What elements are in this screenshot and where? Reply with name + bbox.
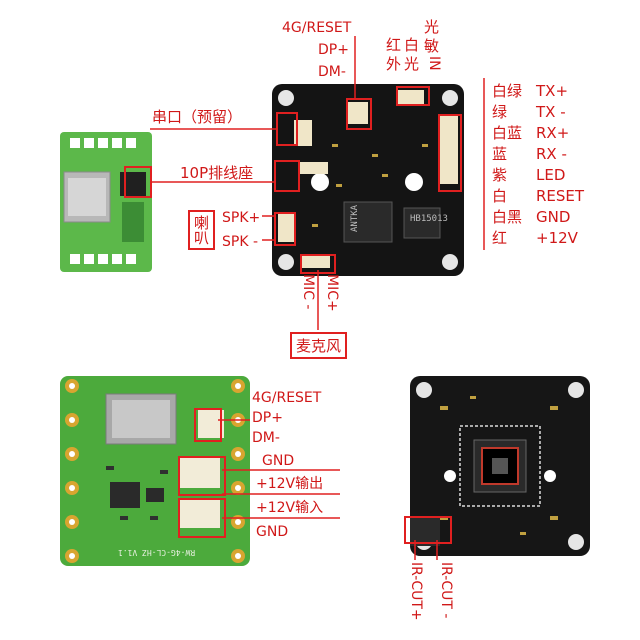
pin-color: 白绿 — [492, 82, 523, 100]
usb-connector-highlight — [346, 98, 372, 130]
label-sensor-line2: 敏 — [424, 37, 440, 55]
label-dp-plus-top: DP+ — [318, 42, 349, 58]
uart-connector-highlight — [276, 112, 298, 146]
label-dm-minus-top: DM- — [318, 64, 346, 80]
image-sensor-board — [410, 376, 590, 556]
label-white-line2: 光 — [404, 55, 420, 73]
label-serial-port: 串口（预留） — [152, 108, 243, 126]
pin-color: 白蓝 — [492, 124, 523, 142]
label-ir-line1: 红 — [386, 36, 402, 54]
12v-out-highlight — [178, 456, 226, 496]
main-camera-board — [272, 84, 464, 276]
label-4g-reset-top: 4G/RESET — [282, 20, 352, 36]
ribbon-connector-highlight — [274, 160, 300, 192]
pin-signal: GND — [536, 208, 571, 226]
label-speaker-cn: 喇叭 — [188, 210, 215, 250]
pin-signal: RX+ — [536, 124, 570, 142]
pin-color: 紫 — [492, 166, 508, 184]
pin-signal: TX+ — [536, 82, 569, 100]
pin-signal: TX - — [536, 103, 566, 121]
label-microphone-cn: 麦克风 — [290, 332, 348, 359]
pin-color: 白黑 — [492, 208, 523, 226]
label-4g-reset-bottom: 4G/RESET — [252, 390, 322, 406]
label-spk-minus: SPK - — [222, 234, 259, 250]
usb-4g-highlight — [194, 408, 222, 442]
label-sensor-line3: IN — [426, 56, 442, 71]
label-dm-minus-bottom: DM- — [252, 430, 280, 446]
label-gnd-top: GND — [262, 453, 295, 469]
label-ir-line2: 外 — [386, 55, 402, 73]
speaker-connector-highlight — [274, 212, 296, 246]
label-spk-plus: SPK+ — [222, 210, 261, 226]
pin-signal: LED — [536, 166, 566, 184]
pin-signal: RX - — [536, 145, 567, 163]
pin-color: 蓝 — [492, 145, 508, 163]
pin-color: 绿 — [492, 103, 508, 121]
pin-color: 白 — [492, 187, 508, 205]
label-ircut-plus: IR-CUT+ — [408, 562, 424, 621]
chip-model-text: HB15013 — [410, 214, 448, 224]
label-ircut-minus: IR-CUT - — [438, 562, 454, 619]
label-12v-in: +12V输入 — [256, 500, 324, 516]
network-connector-highlight — [438, 114, 462, 192]
label-sensor-line1: 光 — [424, 18, 440, 36]
light-connector-highlight — [396, 86, 430, 106]
label-white-line1: 白 — [404, 36, 420, 54]
label-dp-plus-bottom: DP+ — [252, 410, 283, 426]
pin-signal: +12V — [536, 229, 578, 247]
label-ribbon-10p: 10P排线座 — [180, 164, 254, 182]
label-gnd-bottom: GND — [256, 524, 289, 540]
pin-signal: RESET — [536, 187, 585, 205]
pin-color: 红 — [492, 229, 508, 247]
ircut-connector-highlight — [404, 516, 452, 544]
label-12v-out: +12V输出 — [256, 476, 324, 492]
